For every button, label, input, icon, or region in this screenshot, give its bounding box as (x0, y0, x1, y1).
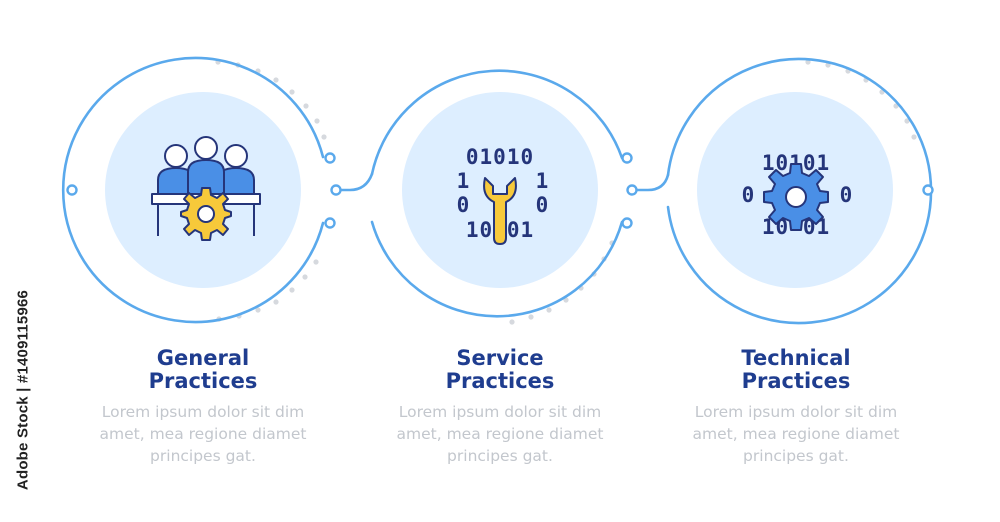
step-title: Service Practices (445, 346, 555, 393)
binary-bit: 0 (840, 183, 853, 207)
step-technical: Technical Practices Lorem ipsum dolor si… (676, 347, 916, 467)
binary-wrench-icon: 01010 1 1 0 0 10 01 (457, 145, 549, 245)
ring-arcs (61, 56, 933, 325)
step-general: General Practices Lorem ipsum dolor sit … (83, 347, 323, 467)
ring-2-top (370, 69, 624, 176)
step-title: General Practices (148, 346, 258, 393)
stock-id-watermark: Adobe Stock | #1409115966 (14, 289, 32, 491)
binary-bit: 1 (536, 169, 549, 193)
step-description: Lorem ipsum dolor sit dim amet, mea regi… (99, 403, 307, 465)
binary-bit: 0 (536, 193, 549, 217)
ring-1 (61, 56, 325, 324)
step-service: Service Practices Lorem ipsum dolor sit … (380, 347, 620, 467)
connector-2-3 (631, 173, 670, 192)
binary-bit: 0 (457, 193, 470, 217)
binary-bit: 0 (742, 183, 755, 207)
connector-1-2 (334, 172, 374, 192)
binary-row-top: 01010 (466, 145, 534, 169)
step-description: Lorem ipsum dolor sit dim amet, mea regi… (396, 403, 604, 465)
step-description: Lorem ipsum dolor sit dim amet, mea regi… (692, 403, 900, 465)
ring-nodes (66, 152, 934, 229)
ring-2-bottom (370, 220, 624, 318)
step-title: Technical Practices (741, 346, 851, 393)
team-gear-icon (151, 136, 261, 241)
binary-bit: 1 (457, 169, 470, 193)
